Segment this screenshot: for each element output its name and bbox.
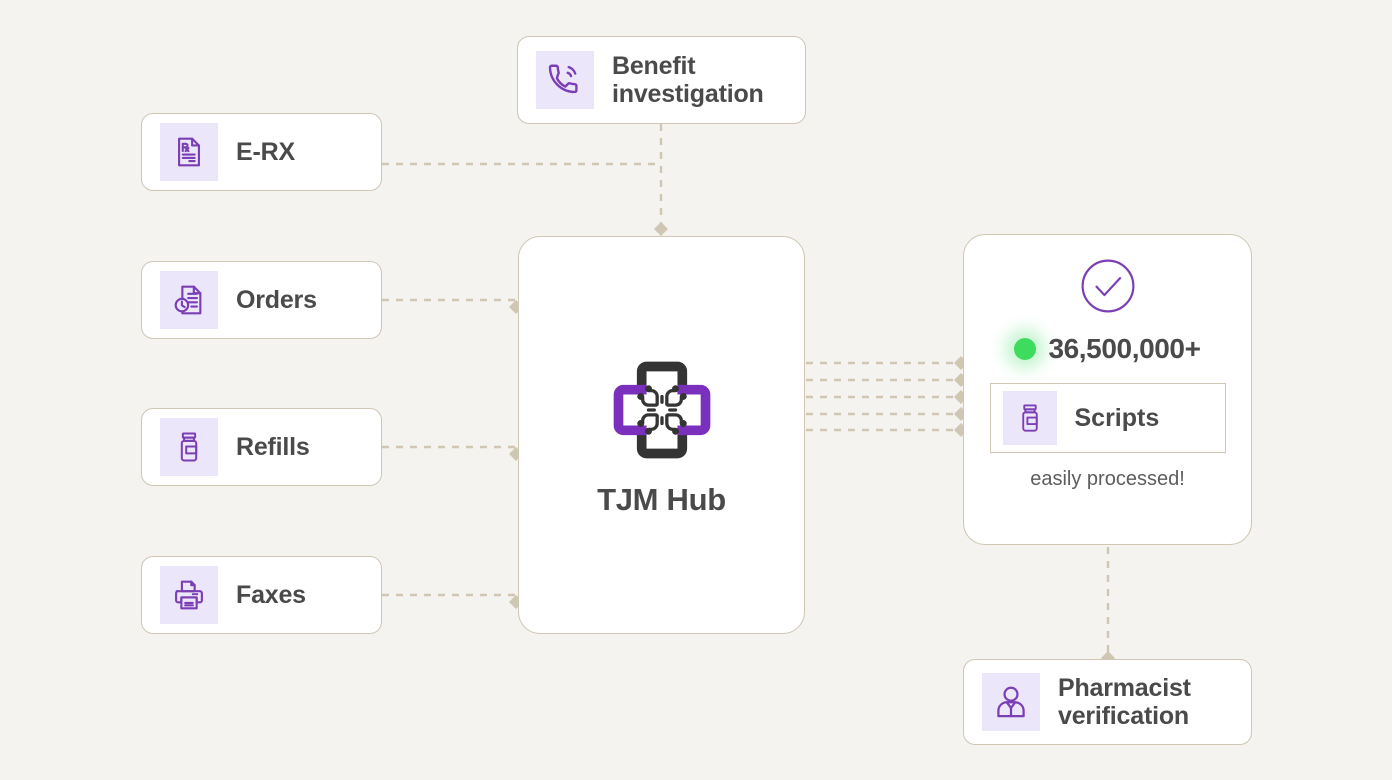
pill-bottle-icon: [160, 418, 218, 476]
script-count: 36,500,000+: [1048, 333, 1201, 364]
medical-cross-circuit-logo: [613, 361, 710, 459]
node-label: Orders: [236, 285, 317, 314]
hub-title: TJM Hub: [597, 482, 726, 517]
node-label: Faxes: [236, 580, 306, 609]
check-circle-icon: [1081, 259, 1134, 313]
processed-note: easily processed!: [1030, 468, 1185, 490]
node-label: Pharmacist verification: [1058, 673, 1191, 731]
node-refills[interactable]: Refills: [141, 408, 382, 486]
scripts-card[interactable]: Scripts: [989, 383, 1226, 453]
node-tjm-hub[interactable]: TJM Hub: [518, 236, 805, 634]
node-results[interactable]: 36,500,000+ Scripts easily processed!: [963, 234, 1252, 545]
node-erx[interactable]: E-RX: [141, 113, 382, 191]
phone-call-icon: [536, 51, 594, 109]
node-orders[interactable]: Orders: [141, 261, 382, 339]
printer-fax-icon: [160, 566, 218, 624]
prescription-document-icon: [160, 123, 218, 181]
node-label: Benefit investigation: [612, 51, 764, 109]
node-faxes[interactable]: Faxes: [141, 556, 382, 634]
pharmacist-person-icon: [982, 673, 1040, 731]
node-label: Refills: [236, 432, 310, 461]
node-label: E-RX: [236, 137, 295, 166]
scripts-label: Scripts: [1074, 403, 1160, 432]
green-status-dot: [1014, 338, 1037, 360]
endpoint-diamond-hub-top: [654, 222, 668, 236]
document-clock-icon: [160, 271, 218, 329]
node-benefit-investigation[interactable]: Benefit investigation: [517, 36, 806, 124]
pill-bottle-icon: [1002, 391, 1057, 445]
script-count-row: 36,500,000+: [1014, 333, 1201, 365]
node-pharmacist-verification[interactable]: Pharmacist verification: [963, 659, 1252, 745]
